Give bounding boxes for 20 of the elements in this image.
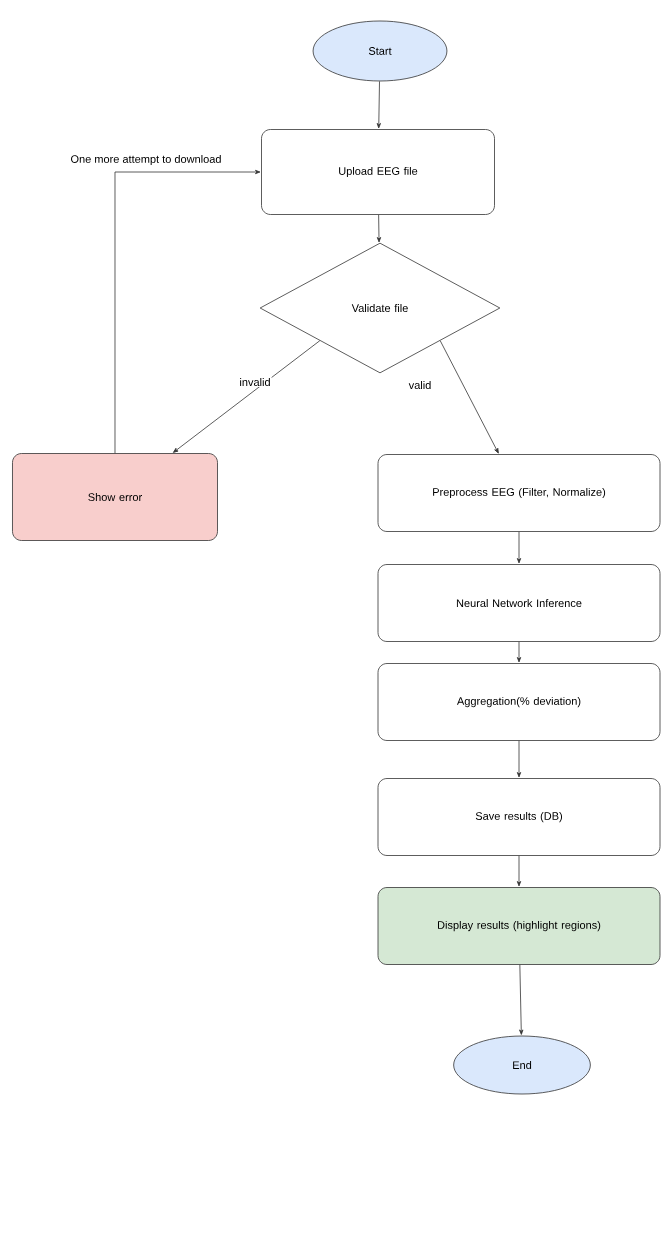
arrow [516, 641, 522, 663]
edge-label: valid [407, 379, 433, 391]
arrow [376, 214, 382, 243]
process-box: Preprocess EEG (Filter, Normalize) [377, 454, 661, 532]
edge-label: One more attempt to download [69, 153, 223, 167]
arrow [114, 169, 261, 454]
result-box: Display results (highlight regions) [377, 887, 661, 965]
arrow [516, 740, 522, 778]
arrow [516, 855, 522, 887]
arrow [439, 340, 499, 454]
process-box: Aggregation(% deviation) [377, 663, 661, 741]
process-box: Neural Network Inference [377, 564, 661, 642]
arrow [173, 340, 321, 453]
arrow [519, 964, 524, 1035]
arrow [376, 81, 381, 129]
process-box: Upload EEG file [261, 129, 495, 215]
edge-label: invalid [238, 376, 272, 388]
error-box: Show error [12, 453, 218, 541]
arrow [516, 531, 522, 564]
process-box: Save results (DB) [377, 778, 661, 856]
